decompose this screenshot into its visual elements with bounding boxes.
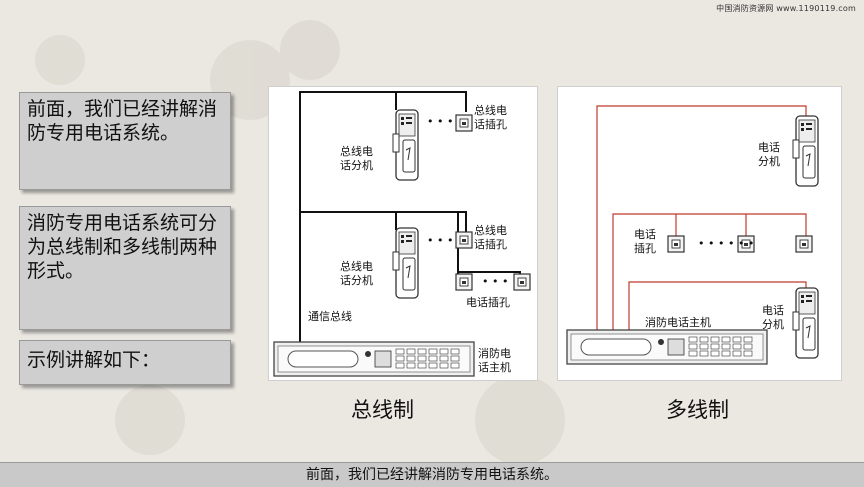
phone-jack-a-icon — [455, 273, 473, 291]
bus-ellipsis-3: • • • — [482, 275, 508, 288]
bus-extension-1-icon — [392, 109, 419, 181]
text-box-types: 消防专用电话系统可分为总线制和多线制两种形式。 — [19, 206, 231, 330]
bus-jack-2-icon — [455, 231, 473, 249]
multi-system-caption: 多线制 — [666, 398, 729, 422]
bus-host-label-b: 话主机 — [478, 360, 511, 374]
subtitle-bar: 前面，我们已经讲解消防专用电话系统。 — [0, 462, 864, 487]
multi-extension-2-icon — [792, 287, 819, 359]
multi-jack-label-b: 插孔 — [634, 241, 656, 255]
text-box-intro: 前面，我们已经讲解消防专用电话系统。 — [19, 92, 231, 190]
multi-jack-label-a: 电话 — [634, 228, 656, 241]
multi-host-label: 消防电话主机 — [645, 315, 711, 329]
bus-host-label-a: 消防电 — [478, 346, 511, 360]
bus-ext-1-label-b: 话分机 — [340, 158, 373, 172]
bus-ellipsis-2: • • • — [427, 234, 453, 247]
multi-ext-1-label-a: 电话 — [758, 141, 780, 154]
bus-jack-1-label-a: 总线电 — [474, 103, 507, 117]
multi-ext-2-label-a: 电话 — [762, 304, 784, 317]
bus-jack-1-icon — [455, 114, 473, 132]
bus-system-caption: 总线制 — [351, 398, 414, 422]
multi-ext-1-label-b: 分机 — [758, 154, 780, 168]
multi-host-icon — [566, 329, 768, 365]
multi-lines — [596, 105, 807, 342]
bus-jack-2-label-b: 话插孔 — [474, 237, 507, 251]
multi-ext-2-label-b: 分机 — [762, 317, 784, 331]
bus-ext-2-label-b: 话分机 — [340, 273, 373, 287]
bus-ellipsis-1: • • • — [427, 115, 453, 128]
phone-jack-label: 电话插孔 — [466, 295, 510, 309]
multi-ellipsis: • • • • • • — [698, 237, 754, 250]
bus-ext-1-label-a: 总线电 — [340, 144, 373, 158]
bus-extension-2-icon — [392, 227, 419, 299]
bus-ext-2-label-a: 总线电 — [340, 259, 373, 273]
watermark-text: 中国消防资源网 www.1190119.com — [716, 4, 856, 13]
bus-jack-1-label-b: 话插孔 — [474, 117, 507, 131]
comm-bus-label: 通信总线 — [308, 309, 352, 323]
multi-jack-3-icon — [795, 235, 813, 253]
bus-jack-2-label-a: 总线电 — [474, 223, 507, 237]
multi-extension-1-icon — [792, 115, 819, 187]
text-box-example: 示例讲解如下： — [19, 340, 231, 385]
phone-jack-b-icon — [513, 273, 531, 291]
multi-jack-1-icon — [667, 235, 685, 253]
bus-host-icon — [273, 341, 475, 377]
